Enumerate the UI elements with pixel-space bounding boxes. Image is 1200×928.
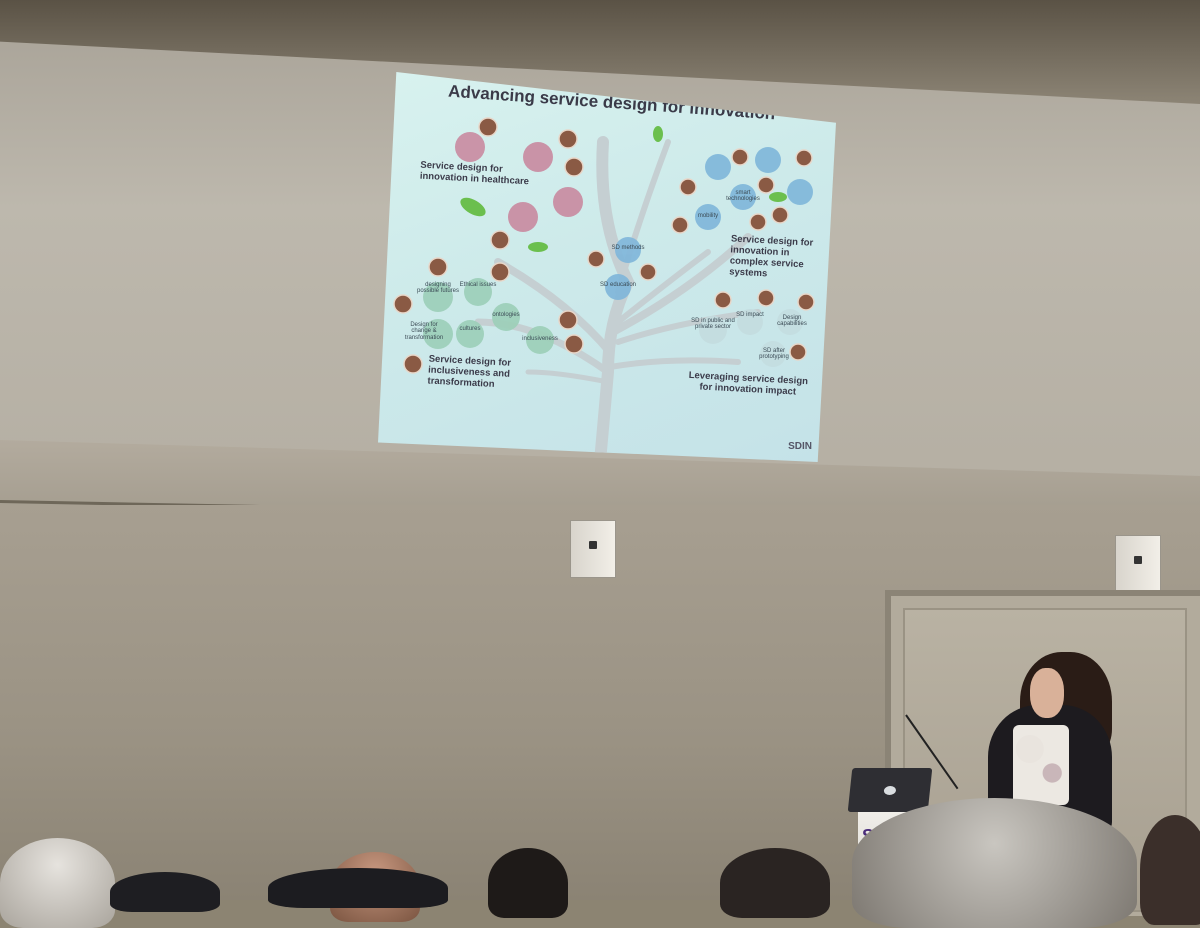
topic-mobility: mobility <box>697 213 719 219</box>
tree-illustration <box>393 117 815 462</box>
audience-head <box>852 798 1137 928</box>
topic-sd-methods: SD methods <box>611 245 645 251</box>
projected-slide: Advancing service design for innovation … <box>378 72 836 462</box>
topic-sd-impact: SD impact <box>736 312 764 318</box>
audience-head <box>0 838 115 928</box>
laptop <box>847 768 933 812</box>
theme-inclusiveness: Service design for inclusiveness and tra… <box>427 353 512 390</box>
presenter-face <box>1030 668 1064 718</box>
audience-head <box>720 848 830 918</box>
wall-speaker-left <box>570 520 616 578</box>
audience-seat <box>268 868 448 908</box>
topic-designing-futures: designing possible futures <box>416 282 460 295</box>
laptop-logo-icon <box>883 786 897 795</box>
topic-ethical-issues: Ethical issues <box>459 282 497 288</box>
topic-ontologies: ontologies <box>492 312 520 318</box>
topic-sd-after-prototyping: SD after prototyping <box>759 348 789 361</box>
audience-head <box>488 848 568 918</box>
audience-seat <box>110 872 220 912</box>
topic-smart-technologies: smart technologies <box>726 190 760 203</box>
topic-design-capabilities: Design capabilities <box>777 315 807 328</box>
topic-design-change: Design for change & transformation <box>404 322 444 341</box>
sdin-logo: SDIN <box>788 441 812 452</box>
topic-sd-education: SD education <box>599 282 637 288</box>
wall-speaker-right <box>1115 535 1161 593</box>
topic-cultures: cultures <box>459 326 481 332</box>
presenter-blouse <box>1013 725 1069 805</box>
topic-inclusiveness: inclusiveness <box>522 336 558 342</box>
topic-sd-public-private: SD in public and private sector <box>691 318 735 331</box>
theme-complex-systems: Service design for innovation in complex… <box>728 233 814 280</box>
audience-head <box>1140 815 1200 925</box>
